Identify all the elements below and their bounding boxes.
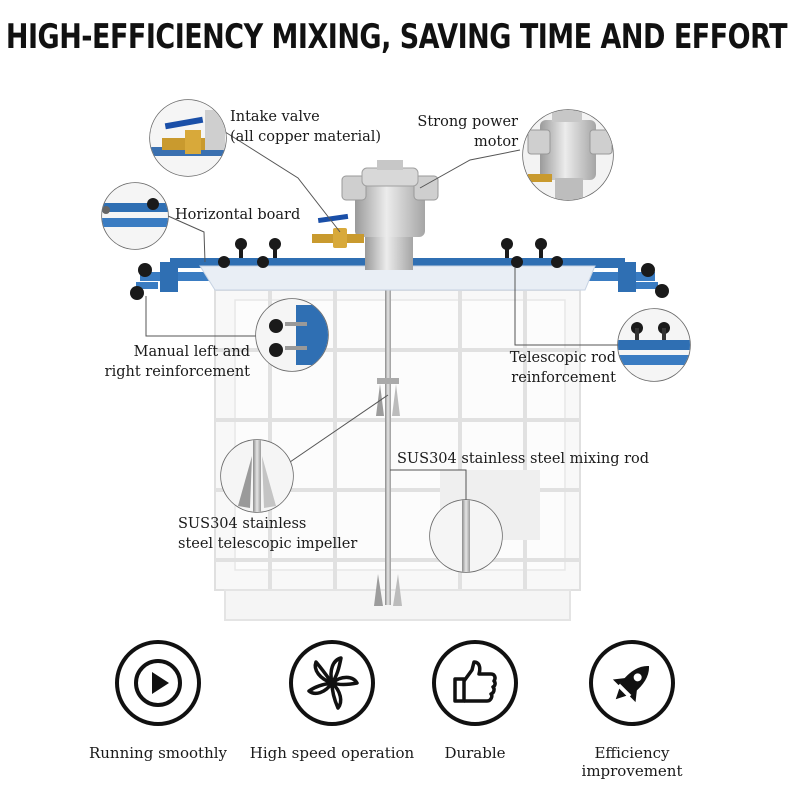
detail-motor [522, 109, 614, 201]
label-line: right reinforcement [104, 364, 250, 380]
feature-caption: Running smoothly [88, 744, 228, 762]
feature-high-speed: High speed operation [242, 640, 422, 762]
label-motor: Strong power motor [406, 112, 518, 152]
label-line: steel telescopic impeller [178, 536, 358, 552]
feature-running-smoothly: Running smoothly [68, 640, 248, 762]
label-line: Telescopic rod [509, 350, 616, 366]
detail-horizontal-board [101, 182, 169, 250]
headline: HIGH-EFFICIENCY MIXING, SAVING TIME AND … [5, 18, 788, 57]
label-horizontal-board: Horizontal board [175, 207, 301, 223]
label-line: reinforcement [511, 370, 616, 386]
mixer-illustration [101, 99, 691, 621]
label-line: Manual left and [133, 344, 250, 360]
label-line: SUS304 stainless [178, 516, 307, 532]
feature-caption: Efficiency improvement [581, 744, 683, 780]
label-line: Intake valve [230, 109, 320, 125]
detail-impeller [220, 439, 294, 513]
detail-mixing-rod [429, 499, 503, 573]
detail-intake-valve [149, 99, 227, 177]
fan-icon [289, 640, 375, 726]
thumbs-up-icon [432, 640, 518, 726]
detail-manual-reinforcement [255, 298, 329, 372]
feature-durable: Durable [385, 640, 565, 762]
feature-caption: Durable [444, 744, 506, 762]
label-impeller: SUS304 stainless steel telescopic impell… [178, 514, 357, 554]
play-icon [115, 640, 201, 726]
mixing-rod [385, 280, 391, 605]
label-intake-valve: Intake valve (all copper material) [230, 107, 381, 147]
label-line: motor [474, 134, 518, 150]
intake-valve [312, 213, 364, 248]
rocket-icon [589, 640, 675, 726]
label-line: (all copper material) [230, 129, 382, 145]
label-line: Strong power [417, 114, 518, 130]
detail-telescopic-rod [617, 308, 691, 382]
label-mixing-rod: SUS304 stainless steel mixing rod [397, 451, 650, 467]
feature-caption: High speed operation [249, 744, 415, 762]
label-manual-reinforcement: Manual left and right reinforcement [100, 342, 250, 382]
feature-efficiency: Efficiency improvement [542, 640, 722, 780]
motor [341, 160, 439, 270]
label-telescopic-rod: Telescopic rod reinforcement [498, 348, 616, 388]
